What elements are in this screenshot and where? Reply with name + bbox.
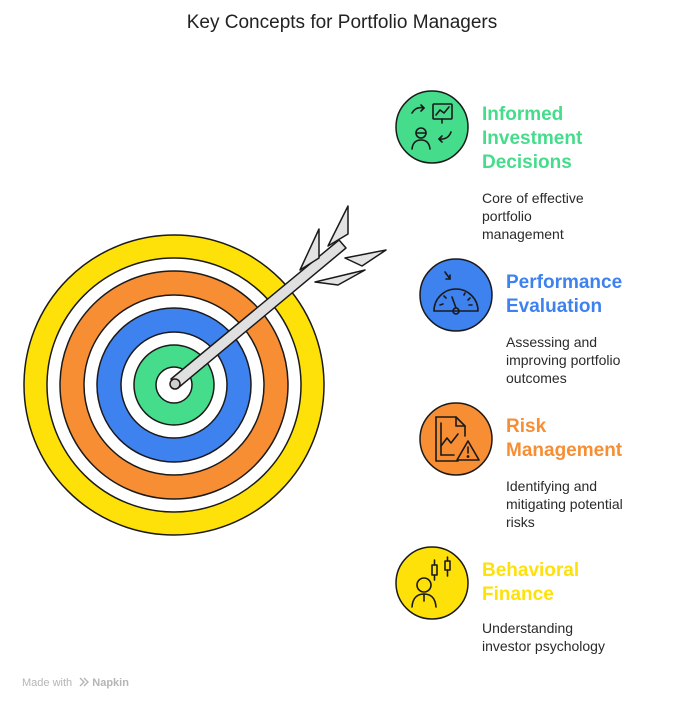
- item-title-behavioral-finance: Behavioral Finance: [482, 560, 580, 605]
- speedometer-icon: [419, 258, 493, 332]
- item-desc-informed-investment: Core of effective portfolio management: [482, 190, 584, 242]
- watermark: Made with Napkin: [22, 677, 129, 689]
- item-title-risk-management: Risk Management: [506, 416, 623, 461]
- page-title: Key Concepts for Portfolio Managers: [186, 12, 498, 33]
- napkin-logo-icon: [79, 677, 90, 687]
- watermark-made-with: Made with: [22, 677, 73, 689]
- arrow: [169, 205, 387, 390]
- watermark-brand: Napkin: [92, 677, 129, 689]
- investor-candlestick-icon: [395, 546, 469, 620]
- risk-warning-icon: [419, 402, 493, 476]
- item-desc-behavioral-finance: Understanding investor psychology: [482, 620, 605, 654]
- arrow-fletch-1: [299, 228, 320, 271]
- arrow-fletch-4: [344, 249, 387, 267]
- item-desc-performance-evaluation: Assessing and improving portfolio outcom…: [506, 334, 621, 386]
- item-title-performance-evaluation: Performance Evaluation: [506, 272, 623, 317]
- arrow-fletch-3: [314, 269, 366, 286]
- arrow-fletch-2: [327, 205, 349, 247]
- chart-presentation-icon: [395, 90, 469, 164]
- arrow-tip: [169, 378, 181, 390]
- item-desc-risk-management: Identifying and mitigating potential ris…: [506, 478, 623, 530]
- item-title-informed-investment: Informed Investment Decisions: [482, 104, 583, 173]
